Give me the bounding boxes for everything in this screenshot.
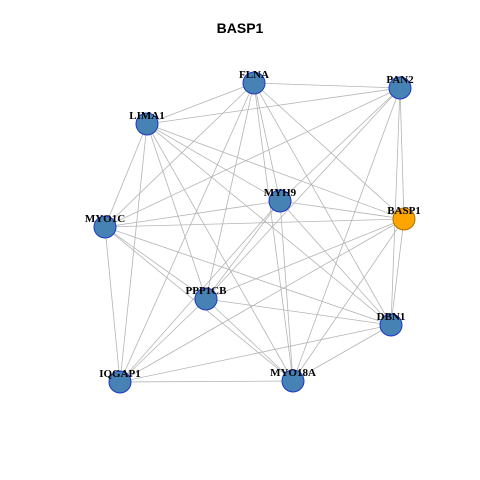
node-layer xyxy=(93,71,416,394)
edge-ppp1cb-dbn1 xyxy=(205,298,392,326)
node-dbn1[interactable] xyxy=(379,313,403,337)
node-label-myo18a: MYO18A xyxy=(270,367,316,379)
edge-iqgap1-myo18a xyxy=(119,380,294,383)
edge-myo1c-dbn1 xyxy=(104,226,392,326)
edge-basp1-myo18a xyxy=(292,218,405,382)
chart-title: BASP1 xyxy=(216,20,264,36)
edge-myh9-ppp1cb xyxy=(205,200,281,300)
edge-myh9-basp1 xyxy=(279,200,405,220)
edge-flna-lima1 xyxy=(146,82,255,125)
edge-lima1-dbn1 xyxy=(146,123,392,326)
edge-lima1-ppp1cb xyxy=(146,123,207,300)
edge-pan2-lima1 xyxy=(146,87,401,125)
edge-myo1c-ppp1cb xyxy=(104,226,207,300)
node-label-flna: FLNA xyxy=(239,69,269,81)
edge-lima1-basp1 xyxy=(146,123,405,220)
edge-layer xyxy=(104,82,405,383)
node-label-pan2: PAN2 xyxy=(386,74,414,86)
node-iqgap1[interactable] xyxy=(108,370,132,394)
edge-dbn1-myo18a xyxy=(292,324,392,382)
node-pan2[interactable] xyxy=(388,76,412,100)
edge-myo1c-basp1 xyxy=(104,218,405,228)
edge-basp1-dbn1 xyxy=(390,218,405,326)
node-label-myo1c: MYO1C xyxy=(85,213,125,225)
node-ppp1cb[interactable] xyxy=(194,287,218,311)
node-label-iqgap1: IQGAP1 xyxy=(99,368,141,380)
node-myo18a[interactable] xyxy=(281,369,305,393)
edge-flna-myo1c xyxy=(104,82,255,228)
edge-lima1-myo18a xyxy=(146,123,294,382)
edge-flna-ppp1cb xyxy=(205,82,255,300)
node-lima1[interactable] xyxy=(135,112,159,136)
node-myh9[interactable] xyxy=(268,189,292,213)
node-label-basp1: BASP1 xyxy=(387,205,421,217)
node-myo1c[interactable] xyxy=(93,215,117,239)
edge-flna-myo18a xyxy=(253,82,294,382)
edge-lima1-myo1c xyxy=(104,123,148,228)
edge-flna-myh9 xyxy=(253,82,281,202)
edge-myh9-myo18a xyxy=(279,200,294,382)
edge-pan2-myh9 xyxy=(279,87,401,202)
edge-flna-basp1 xyxy=(253,82,405,220)
edge-myh9-myo1c xyxy=(104,200,281,228)
edge-myo1c-iqgap1 xyxy=(104,226,121,383)
edge-pan2-myo1c xyxy=(104,87,401,228)
node-basp1[interactable] xyxy=(392,207,416,231)
node-label-dbn1: DBN1 xyxy=(377,311,406,323)
edge-lima1-myh9 xyxy=(146,123,281,202)
node-flna[interactable] xyxy=(242,71,266,95)
edge-basp1-ppp1cb xyxy=(205,218,405,300)
edge-dbn1-iqgap1 xyxy=(119,324,392,383)
edge-pan2-myo18a xyxy=(292,87,401,382)
edge-pan2-dbn1 xyxy=(390,87,401,326)
edge-flna-iqgap1 xyxy=(119,82,255,383)
edge-flna-dbn1 xyxy=(253,82,392,326)
node-label-lima1: LIMA1 xyxy=(129,110,164,122)
edge-ppp1cb-iqgap1 xyxy=(119,298,207,383)
edge-flna-pan2 xyxy=(253,82,401,89)
node-label-ppp1cb: PPP1CB xyxy=(186,285,228,297)
edge-pan2-ppp1cb xyxy=(205,87,401,300)
edge-basp1-iqgap1 xyxy=(119,218,405,383)
edge-ppp1cb-myo18a xyxy=(205,298,294,382)
node-label-myh9: MYH9 xyxy=(264,187,297,199)
edge-pan2-basp1 xyxy=(399,87,405,220)
edge-lima1-iqgap1 xyxy=(119,123,148,383)
